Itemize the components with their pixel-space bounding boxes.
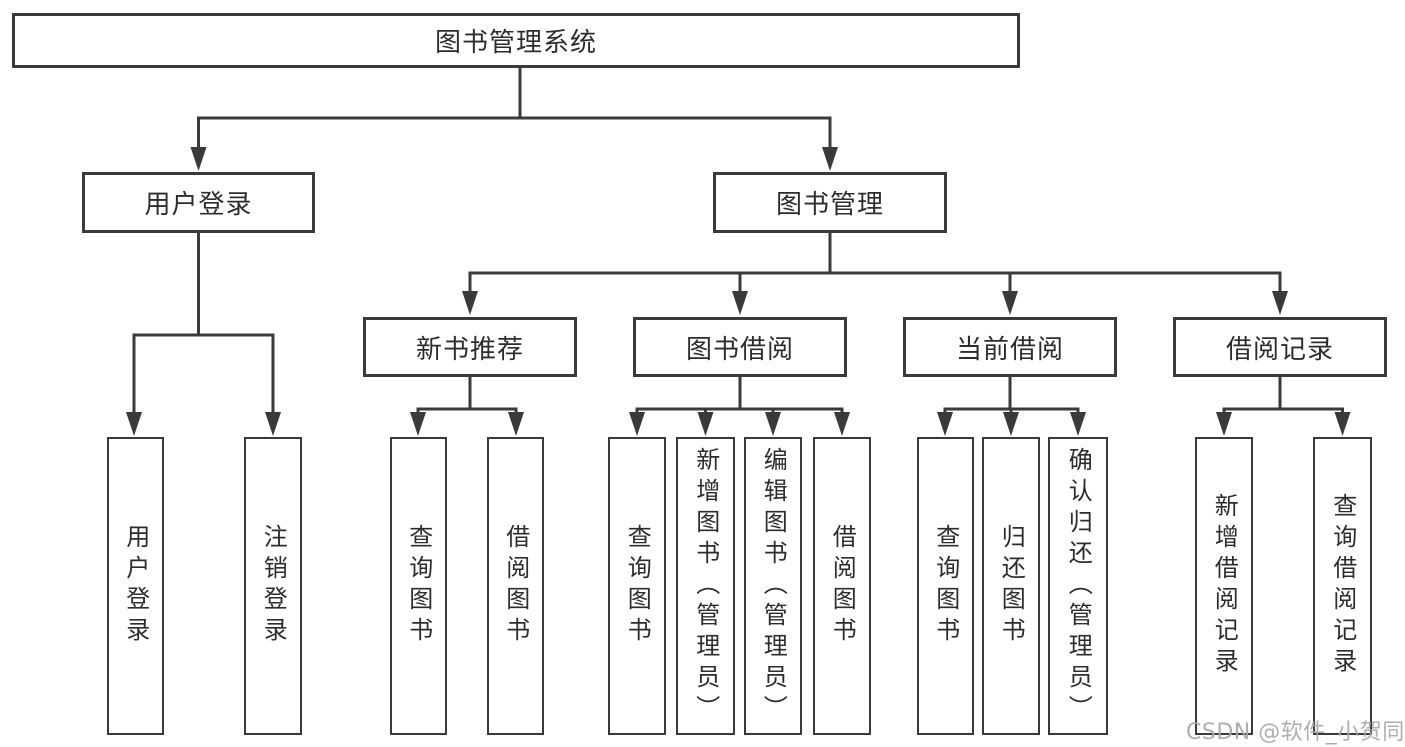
leaf-edit-book-admin: 编辑图书（管理员） <box>744 437 802 735</box>
arrowhead-icon <box>937 412 953 436</box>
leaf-query-book-1: 查询图书 <box>390 437 447 735</box>
leaf-borrow-book-1: 借阅图书 <box>487 437 544 735</box>
arrowhead-icon <box>697 412 714 436</box>
node-new-book-recommend: 新书推荐 <box>363 317 577 377</box>
connector-book-mgmt-to-level3 <box>468 232 1282 296</box>
node-label: 用户登录 <box>121 524 150 648</box>
arrowhead-icon <box>1334 412 1351 436</box>
leaf-query-borrow-record: 查询借阅记录 <box>1313 437 1372 735</box>
connector-book-borrow-to-leaves <box>635 376 844 418</box>
node-label: 查询图书 <box>931 524 960 648</box>
node-label: 图书管理系统 <box>434 28 597 58</box>
node-label: 新增图书（管理员） <box>691 446 720 726</box>
node-label: 图书管理 <box>775 190 884 220</box>
node-label: 借阅图书 <box>828 524 857 648</box>
arrowhead-icon <box>508 412 524 436</box>
node-root-system: 图书管理系统 <box>12 13 1020 68</box>
arrowhead-icon <box>629 412 645 436</box>
arrowhead-icon <box>265 412 281 436</box>
node-label: 新增借阅记录 <box>1210 493 1239 679</box>
leaf-add-borrow-record: 新增借阅记录 <box>1195 437 1253 735</box>
arrowhead-icon <box>822 147 838 171</box>
node-book-management: 图书管理 <box>713 172 947 233</box>
node-book-borrow: 图书借阅 <box>633 317 847 377</box>
node-borrow-record: 借阅记录 <box>1173 317 1387 377</box>
node-label: 归还图书 <box>997 524 1026 648</box>
node-label: 图书借阅 <box>685 334 794 365</box>
node-label: 查询图书 <box>623 524 652 648</box>
connector-root-to-level2 <box>197 68 832 150</box>
arrowhead-icon <box>732 291 748 315</box>
node-label: 编辑图书（管理员） <box>759 446 788 726</box>
arrowhead-icon <box>126 412 142 436</box>
leaf-borrow-book-2: 借阅图书 <box>813 437 871 735</box>
arrowhead-icon <box>765 412 781 436</box>
node-label: 当前借阅 <box>955 334 1064 365</box>
leaf-return-book: 归还图书 <box>982 437 1040 735</box>
node-label: 查询借阅记录 <box>1328 493 1357 679</box>
node-label: 注销登录 <box>259 524 288 648</box>
arrowhead-icon <box>410 412 426 436</box>
connector-borrow-record-to-leaves <box>1222 376 1344 418</box>
leaf-user-login: 用户登录 <box>107 437 164 735</box>
connector-new-book-to-leaves <box>416 376 518 418</box>
leaf-logout: 注销登录 <box>244 437 302 735</box>
leaf-confirm-return-admin: 确认归还（管理员） <box>1048 437 1108 735</box>
node-label: 查询图书 <box>404 524 433 648</box>
node-user-login: 用户登录 <box>82 172 315 233</box>
leaf-query-book-3: 查询图书 <box>917 437 974 735</box>
node-label: 用户登录 <box>144 190 253 220</box>
arrowhead-icon <box>1002 291 1018 315</box>
node-label: 新书推荐 <box>415 334 524 365</box>
arrowhead-icon <box>1272 291 1288 315</box>
connector-current-borrow-to-leaves <box>943 376 1080 418</box>
arrowhead-icon <box>834 412 850 436</box>
arrowhead-icon <box>190 147 207 171</box>
node-label: 确认归还（管理员） <box>1064 446 1093 726</box>
leaf-add-book-admin: 新增图书（管理员） <box>676 437 735 735</box>
node-label: 借阅记录 <box>1225 334 1334 365</box>
arrowhead-icon <box>462 291 478 315</box>
node-label: 借阅图书 <box>501 524 530 648</box>
arrowhead-icon <box>1070 412 1086 436</box>
watermark: CSDN @软件_小贺同学 <box>1186 720 1405 745</box>
leaf-query-book-2: 查询图书 <box>608 437 666 735</box>
node-current-borrow: 当前借阅 <box>903 317 1117 377</box>
arrowhead-icon <box>1216 412 1232 436</box>
arrowhead-icon <box>1003 412 1019 436</box>
connector-user-login-to-leaves <box>132 232 275 418</box>
